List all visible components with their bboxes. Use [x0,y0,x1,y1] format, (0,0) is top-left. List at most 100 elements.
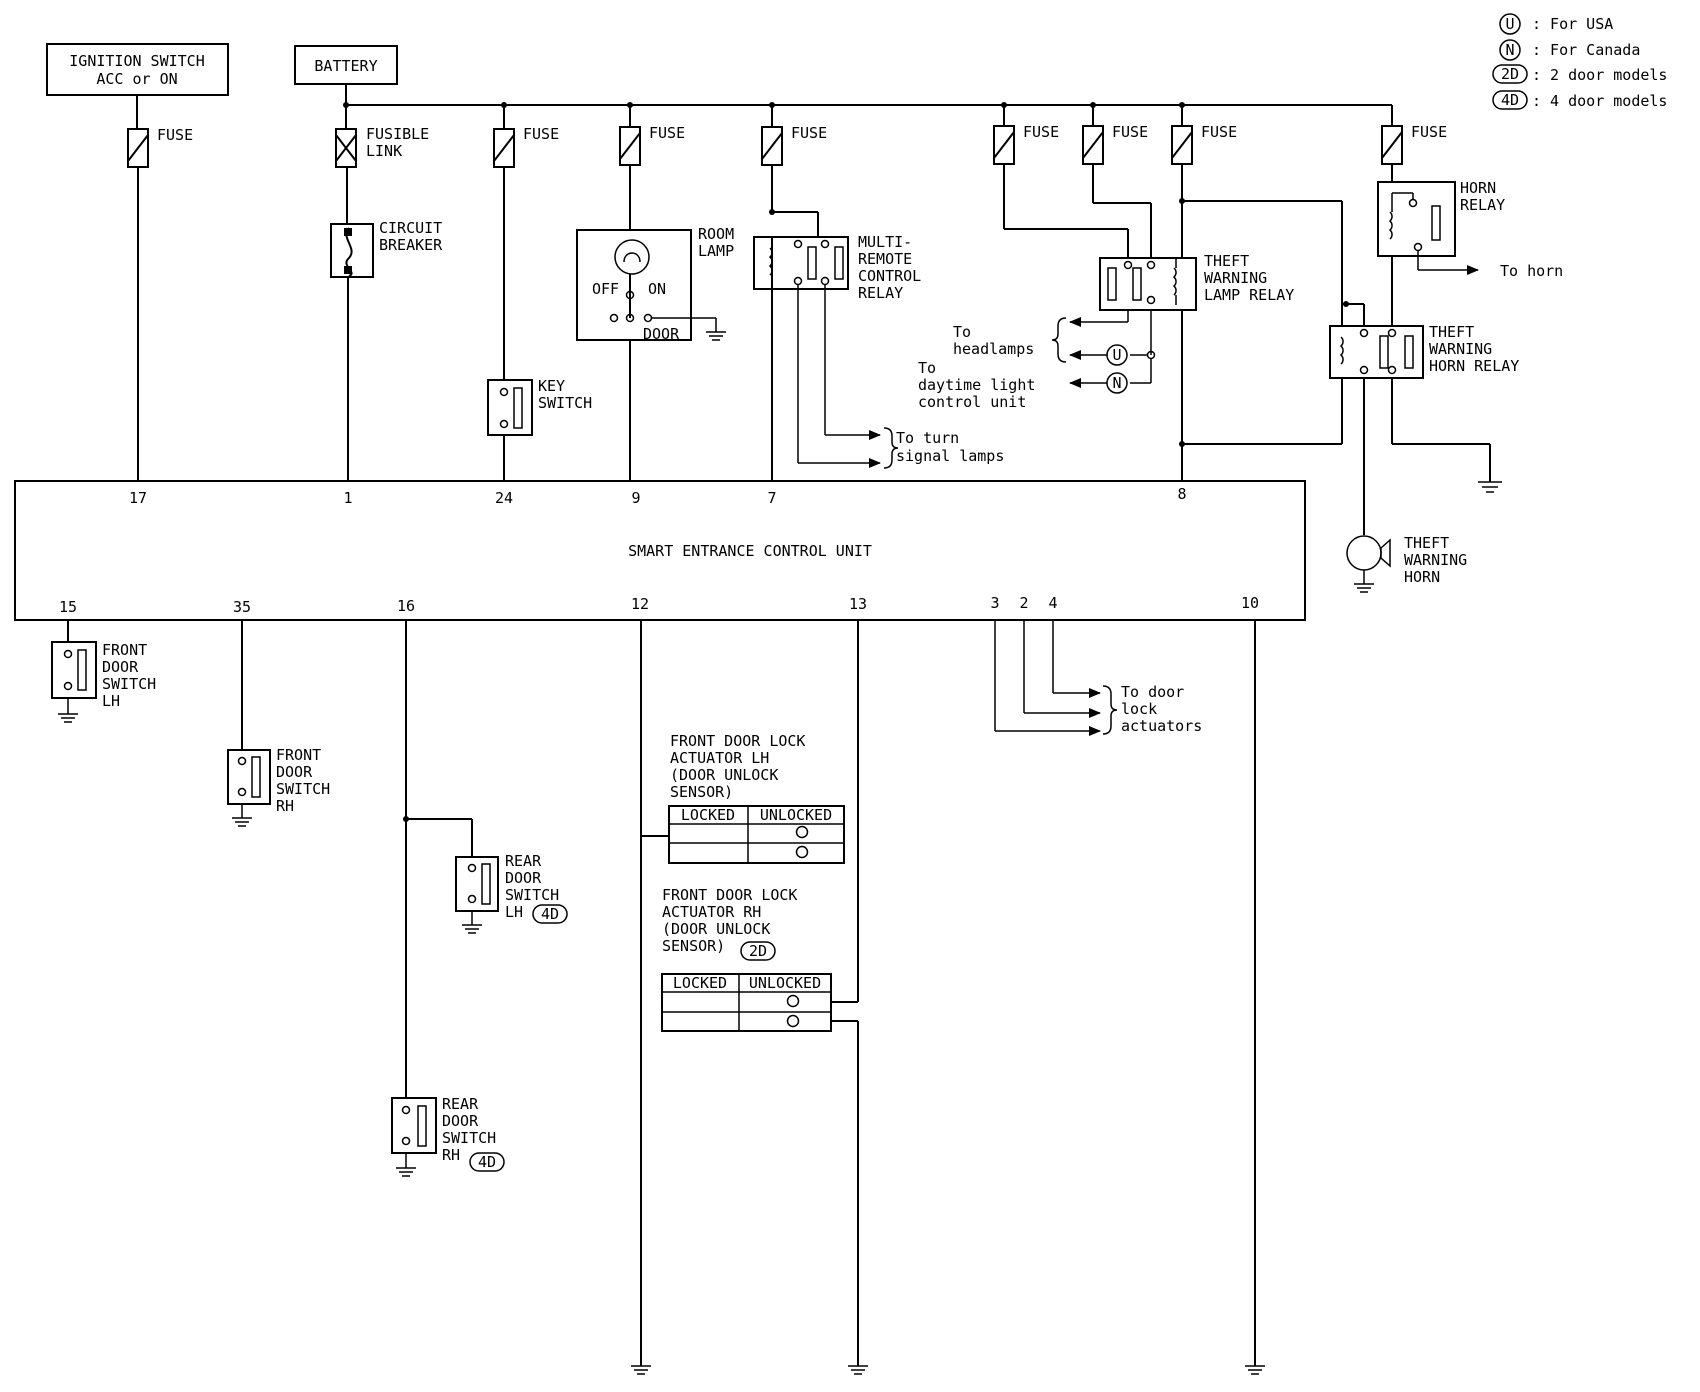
multi-remote-control-relay: MULTI- REMOTE CONTROL RELAY To turn sign… [753,233,1004,489]
pin-16-wiring [403,620,473,1098]
pin-16: 16 [397,597,415,615]
fuse-label: FUSE [649,124,685,142]
key-switch-label-2: SWITCH [538,394,592,412]
pin-35: 35 [233,598,251,616]
to-turn-label-2: signal lamps [896,447,1004,465]
pin-10: 10 [1241,594,1259,612]
pin-1: 1 [343,489,352,507]
ignition-label-2: ACC or ON [96,70,177,88]
to-daytime-label-1: To [918,359,936,377]
pin-9: 9 [631,489,640,507]
pin-8: 8 [1177,485,1186,503]
to-headlamps-label-2: headlamps [953,340,1034,358]
rear-lh-label-3: SWITCH [505,886,559,904]
horn-relay-label-2: RELAY [1460,196,1505,214]
theft-lamp-relay-label-3: LAMP RELAY [1204,286,1294,304]
actuator-lh-label-4: SENSOR) [670,783,733,801]
ignition-switch: IGNITION SWITCH ACC or ON [46,43,229,96]
fuse-key-switch: FUSE [493,105,559,380]
actuator-rh-label-1: FRONT DOOR LOCK [662,886,797,904]
fusible-link-label-1: FUSIBLE [366,125,429,143]
canada-symbol: N [1112,374,1121,392]
pin-4: 4 [1048,594,1057,612]
theft-horn-relay-label-2: WARNING [1429,340,1492,358]
actuator-lh-unlocked: UNLOCKED [760,806,832,824]
key-switch-label-1: KEY [538,377,565,395]
front-lh-label-2: DOOR [102,658,139,676]
front-rh-label-4: RH [276,797,294,815]
circuit-breaker-label-1: CIRCUIT [379,219,442,237]
pin-7: 7 [767,489,776,507]
four-door-symbol: 4D [541,905,559,923]
smart-entrance-control-unit: SMART ENTRANCE CONTROL UNIT 17 1 24 9 7 … [14,480,1306,621]
pin-15: 15 [59,598,77,616]
fusible-link-label-2: LINK [366,142,402,160]
room-lamp-on: ON [648,280,666,298]
legend-two-door: 2D : 2 door models [1492,64,1667,84]
theft-warning-horn: THEFT WARNING HORN [1346,534,1467,593]
front-lh-label-1: FRONT [102,641,147,659]
rear-rh-label-3: SWITCH [442,1129,496,1147]
actuator-lh-locked: LOCKED [681,806,735,824]
fuse-label: FUSE [1023,123,1059,141]
battery-label: BATTERY [314,57,377,75]
circuit-breaker-label-2: BREAKER [379,236,443,254]
pin-24: 24 [495,489,513,507]
actuator-lh-label-2: ACTUATOR LH [670,749,769,767]
to-horn-label: To horn [1500,262,1563,280]
key-switch: KEY SWITCH [487,377,592,489]
rear-door-switch-lh: REAR DOOR SWITCH LH 4D [455,852,568,934]
pin-12: 12 [631,595,649,613]
fuse-label: FUSE [1112,123,1148,141]
ignition-label-1: IGNITION SWITCH [69,52,204,70]
four-door-text: : 4 door models [1532,92,1667,110]
front-rh-label-3: SWITCH [276,780,330,798]
pin-3: 3 [990,594,999,612]
front-lh-label-4: LH [102,692,120,710]
pin-17: 17 [129,489,147,507]
fuse-room-lamp: FUSE [619,105,685,230]
two-door-symbol: 2D [749,942,767,960]
fuse-theft-lamp-1: FUSE [993,105,1129,258]
fuse-ignition: FUSE [127,95,193,489]
multi-relay-label-1: MULTI- [858,233,912,251]
fuse-label: FUSE [791,124,827,142]
room-lamp-label-2: LAMP [698,242,734,260]
theft-horn-label-2: WARNING [1404,551,1467,569]
room-lamp-off: OFF [592,280,619,298]
battery-bus [343,84,1392,108]
actuator-rh-label-4: SENSOR) [662,937,725,955]
actuator-rh-unlocked: UNLOCKED [749,974,821,992]
legend: U : For USA N : For Canada 2D : 2 door m… [1492,13,1667,110]
to-door-lock-label-3: actuators [1121,717,1202,735]
theft-horn-relay-label-3: HORN RELAY [1429,357,1519,375]
theft-warning-horn-relay: THEFT WARNING HORN RELAY [1329,301,1519,535]
horn-relay: HORN RELAY To horn [1377,179,1563,326]
usa-symbol: U [1505,15,1514,33]
front-door-switch-rh: FRONT DOOR SWITCH RH [227,620,330,827]
legend-usa: U : For USA [1499,13,1613,35]
to-turn-label-1: To turn [896,429,959,447]
theft-warning-lamp-relay: THEFT WARNING LAMP RELAY U N To headlamp… [918,252,1294,411]
theft-lamp-relay-label-2: WARNING [1204,269,1267,287]
legend-canada: N : For Canada [1499,39,1640,61]
room-lamp: ROOM LAMP OFF ON DOOR [576,225,734,489]
pin-13: 13 [849,595,867,613]
multi-relay-label-4: RELAY [858,284,903,302]
rear-door-switch-rh: REAR DOOR SWITCH RH 4D [391,1095,505,1177]
to-daytime-label-2: daytime light [918,376,1035,394]
multi-relay-label-2: REMOTE [858,250,912,268]
front-door-switch-lh: FRONT DOOR SWITCH LH [51,620,156,723]
to-headlamps-label-1: To [953,323,971,341]
two-door-text: : 2 door models [1532,66,1667,84]
front-door-lock-actuator-lh: FRONT DOOR LOCK ACTUATOR LH (DOOR UNLOCK… [631,620,845,1375]
to-door-lock-label-2: lock [1121,700,1157,718]
four-door-symbol: 4D [478,1153,496,1171]
horn-relay-label-1: HORN [1460,179,1496,197]
actuator-lh-label-1: FRONT DOOR LOCK [670,732,805,750]
actuator-lh-label-3: (DOOR UNLOCK [670,766,778,784]
pin-2: 2 [1019,594,1028,612]
circuit-breaker: CIRCUIT BREAKER [330,219,443,489]
room-lamp-label-1: ROOM [698,225,734,243]
